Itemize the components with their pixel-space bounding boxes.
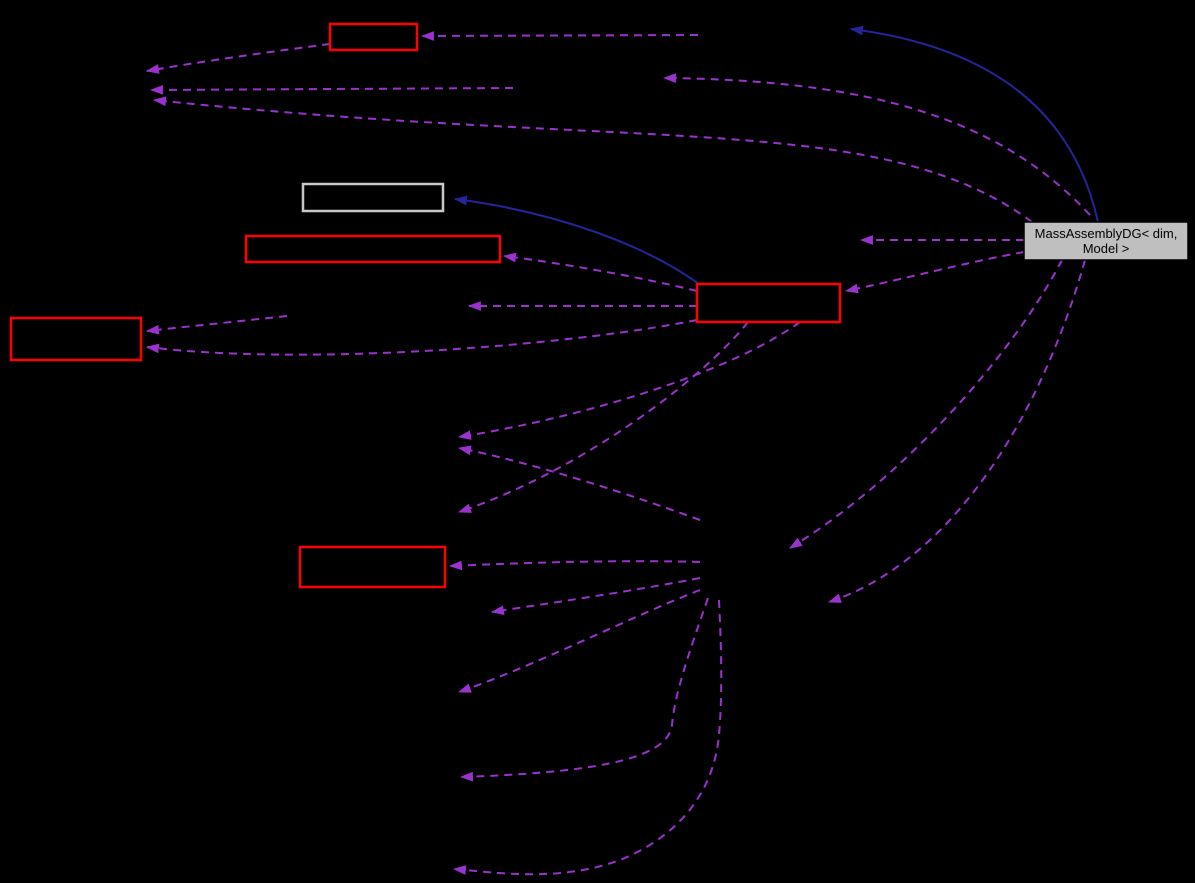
node-wide[interactable] (244, 234, 502, 264)
node-center[interactable] (695, 282, 842, 324)
dashed-edge-to-top-node (420, 31, 699, 41)
dashed-edge-hub-fan-3 (457, 589, 701, 693)
dashed-edge-main-to-lower-hidden (827, 259, 1086, 603)
main-node-label-line1: MassAssemblyDG< dim, (1035, 226, 1178, 241)
node-top[interactable] (328, 22, 419, 52)
main-node[interactable]: MassAssemblyDG< dim, Model > (1023, 221, 1189, 261)
dashed-edge-center-to-midleft-2 (457, 321, 749, 513)
dashed-edge-center-to-wide-node (502, 252, 698, 292)
dashed-edge-hub-to-lower-node (448, 560, 701, 571)
solid-edge-main-to-top-hidden (849, 25, 1099, 223)
dashed-edge-main-to-midtop (662, 73, 1091, 216)
dashed-edge-hub-fan-1 (457, 445, 701, 521)
main-node-label-line2: Model > (1083, 241, 1130, 256)
dashed-edge-to-left-node-upper (145, 315, 288, 335)
solid-edge-center-to-grayborder-node (453, 195, 700, 285)
dashed-edge-hub-fan-2 (490, 577, 701, 616)
dashed-edge-hub-descend-1 (459, 597, 709, 782)
dashed-edge-center-to-midleft-1 (457, 321, 801, 440)
node-grayborder[interactable] (301, 182, 445, 213)
dashed-edge-mid-to-topleft (149, 85, 514, 95)
dashed-edge-main-to-center-node (844, 251, 1025, 294)
main-node-box[interactable] (1023, 221, 1189, 261)
dashed-edge-main-to-hub (789, 259, 1063, 549)
dashed-edge-main-to-topleft-long (152, 96, 1033, 223)
node-lower[interactable] (298, 545, 447, 589)
dashed-edge-to-left-node-lower (145, 319, 698, 356)
node-left[interactable] (9, 316, 143, 362)
dashed-edge-hub-descend-2 (452, 599, 723, 876)
